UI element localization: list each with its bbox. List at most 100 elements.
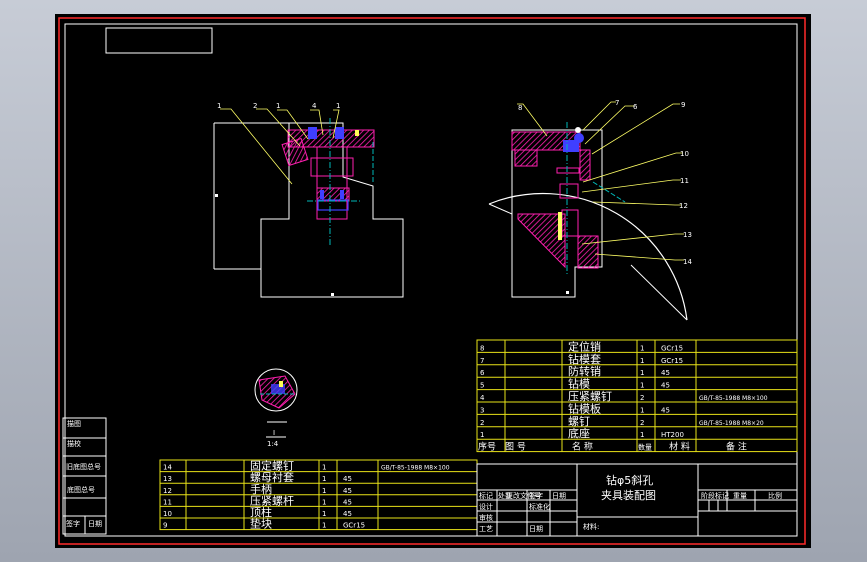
table-cell-no: 4 [480,394,485,402]
table-cell-qty: 1 [322,475,326,483]
table-cell-no: 9 [163,522,167,530]
side-view [488,122,688,321]
table-cell-qty: 2 [640,394,644,402]
callout-4: 4 [312,102,317,110]
table-cell-material: GCr15 [661,344,683,352]
table-cell-name: 垫块 [250,517,272,531]
table-cell-name: 钻模 [568,377,590,391]
front-callouts: 1 2 1 4 1 [217,102,340,110]
side-leaders [517,101,684,261]
table-cell-qty: 1 [640,344,644,352]
weight-label: 重量 [733,492,747,500]
table-cell-qty: 1 [322,464,326,472]
rev-doc: 更改文件号 [506,491,541,500]
table-cell-qty: 1 [640,382,644,390]
table-cell-no: 11 [163,498,172,506]
front-view [213,118,404,298]
table-cell-qty: 1 [322,522,326,530]
detail-label: I [273,429,275,437]
callout-6: 6 [633,103,638,111]
rev-standard: 标准化 [529,502,550,511]
callout-1b: 1 [276,102,280,110]
table-cell-name: 顶柱 [250,505,272,519]
cad-viewport[interactable]: 描图 描校 旧底图总号 底图总号 签字 日期 1 2 [55,14,811,548]
table-cell-no: 3 [480,406,484,414]
drawing-title-line2: 夹具装配图 [601,489,656,502]
table-cell-name: 固定螺钉 [250,459,294,473]
strip-label: 底图总号 [67,485,95,494]
table-cell-no: 13 [163,475,172,483]
table-cell-material: 45 [343,475,352,483]
table-cell-no: 1 [480,431,484,439]
table-cell-material: 45 [661,382,670,390]
table-cell-name: 钻模板 [568,401,601,415]
table-header-note: 备 注 [726,441,747,453]
outer-frame [58,17,806,545]
callout-9: 9 [681,101,685,109]
callout-14: 14 [683,258,692,266]
table-header-qty: 数量 [638,443,652,452]
material-label: 材料: [583,522,599,531]
callout-8: 8 [518,104,522,112]
strip-label: 描校 [67,439,81,448]
table-cell-no: 10 [163,510,172,518]
side-callouts: 8 7 6 9 10 11 12 13 14 [518,99,692,266]
drawing-canvas: 描图 描校 旧底图总号 底图总号 签字 日期 1 2 [58,17,806,545]
strip-label: 签字 [66,519,80,528]
table-cell-qty: 1 [640,406,644,414]
rev-date: 日期 [552,492,566,500]
table-cell-no: 12 [163,487,172,495]
table-cell-name: 钻模套 [568,352,601,366]
callout-2: 2 [253,102,257,110]
table-cell-name: 螺母衬套 [250,471,294,484]
callout-10: 10 [680,150,689,158]
detail-scale: 1:4 [267,440,279,448]
table-cell-name: 底座 [568,426,590,440]
table-cell-name: 定位销 [568,339,601,353]
title-block: 钻φ5斜孔 夹具装配图 材料: 标记 处数 更改文件号 签字 日期 设计 标准化… [476,463,798,537]
table-cell-name: 手柄 [250,482,272,496]
table-cell-name: 压紧螺钉 [568,390,612,403]
table-cell-qty: 1 [640,369,644,377]
table-cell-no: 7 [480,357,484,365]
stage-label: 阶段标记 [701,491,729,500]
rev-count: 处数 [498,491,512,500]
strip-label: 描图 [67,419,81,428]
rev-design: 设计 [479,502,493,511]
table-cell-name: 螺钉 [568,415,590,428]
detail-view: I 1:4 [254,368,298,448]
front-leaders [220,108,340,185]
table-header-material: 材 料 [669,441,690,453]
table-cell-name: 压紧螺杆 [250,493,294,507]
table-cell-material: 45 [343,510,352,518]
table-cell-note: GB/T-85-1988 M8×100 [699,395,768,402]
callout-1c: 1 [336,102,340,110]
table-cell-material: 45 [343,498,352,506]
table-cell-qty: 1 [322,487,326,495]
table-cell-no: 2 [480,419,484,427]
table-cell-no: 8 [480,344,484,352]
rev-sign: 签字 [529,491,543,500]
callout-13: 13 [683,231,692,239]
rev-mark: 标记 [479,491,493,500]
scale-label: 比例 [768,491,782,500]
table-cell-qty: 1 [640,357,644,365]
table-header-seq: 序号 [478,441,496,453]
table-cell-qty: 1 [640,431,644,439]
table-header-code: 图 号 [505,442,526,453]
table-cell-no: 6 [480,369,485,377]
drawing-border [64,23,798,537]
table-cell-no: 14 [163,464,172,472]
table-cell-material: 45 [661,369,670,377]
table-cell-qty: 2 [640,419,644,427]
table-cell-qty: 1 [322,510,326,518]
left-strip: 描图 描校 旧底图总号 底图总号 签字 日期 [62,417,107,535]
rev-process: 工艺 [479,525,493,533]
table-cell-material: 45 [343,487,352,495]
table-cell-name: 防转销 [568,364,601,378]
rev-review: 审核 [479,513,493,522]
table-cell-material: GCr15 [343,522,365,530]
table-cell-material: HT200 [661,431,684,439]
table-header-name: 名 称 [572,441,593,453]
